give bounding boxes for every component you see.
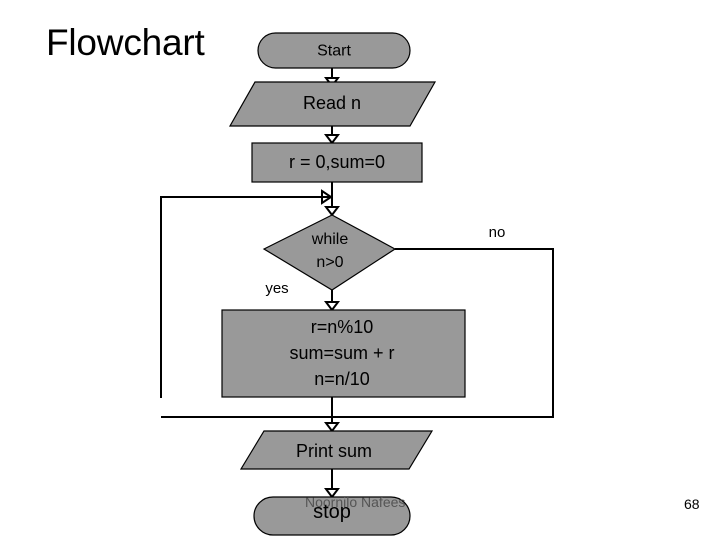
node-start-label: Start bbox=[317, 43, 351, 60]
node-read[interactable]: Read n bbox=[228, 81, 437, 127]
edge-label-no: no bbox=[489, 224, 506, 241]
connector-print-to-stop bbox=[324, 469, 340, 499]
node-read-label: Read n bbox=[303, 93, 361, 113]
node-init[interactable]: r = 0,sum=0 bbox=[251, 142, 423, 183]
init-process-shape bbox=[251, 142, 423, 183]
read-io-shape bbox=[228, 81, 437, 127]
stop-terminator-shape bbox=[253, 496, 411, 536]
print-io-shape bbox=[239, 430, 434, 470]
page-title: Flowchart bbox=[46, 22, 205, 63]
connector-while-no-to-print bbox=[324, 248, 554, 433]
node-init-label: r = 0,sum=0 bbox=[289, 152, 385, 172]
connector-init-to-while bbox=[324, 182, 340, 217]
while-decision-shape bbox=[262, 214, 397, 291]
node-body-label-line3: n=n/10 bbox=[314, 369, 370, 389]
node-while[interactable]: while n>0 bbox=[262, 214, 397, 291]
node-stop-label: stop bbox=[313, 501, 351, 523]
body-process-shape bbox=[221, 309, 466, 398]
node-print[interactable]: Print sum bbox=[239, 430, 434, 470]
node-start[interactable]: Start bbox=[257, 32, 411, 69]
edge-label-yes: yes bbox=[265, 280, 288, 297]
node-body-label-line2: sum=sum + r bbox=[289, 343, 394, 363]
node-stop[interactable] bbox=[253, 496, 411, 536]
connector-loopback-to-while bbox=[160, 189, 333, 398]
connector-while-yes-to-body bbox=[324, 290, 340, 312]
start-terminator-shape bbox=[257, 32, 411, 69]
node-body-label-line1: r=n%10 bbox=[311, 317, 374, 337]
node-while-label-line1: while bbox=[311, 231, 349, 248]
connector-body-to-loopback bbox=[161, 397, 333, 418]
watermark-text: Noornilo Nafees bbox=[305, 494, 406, 510]
node-body[interactable]: r=n%10 sum=sum + r n=n/10 bbox=[221, 309, 466, 398]
page-number: 68 bbox=[684, 496, 700, 512]
connector-read-to-init bbox=[324, 126, 340, 145]
node-while-label-line2: n>0 bbox=[316, 254, 343, 271]
node-print-label: Print sum bbox=[296, 441, 372, 461]
